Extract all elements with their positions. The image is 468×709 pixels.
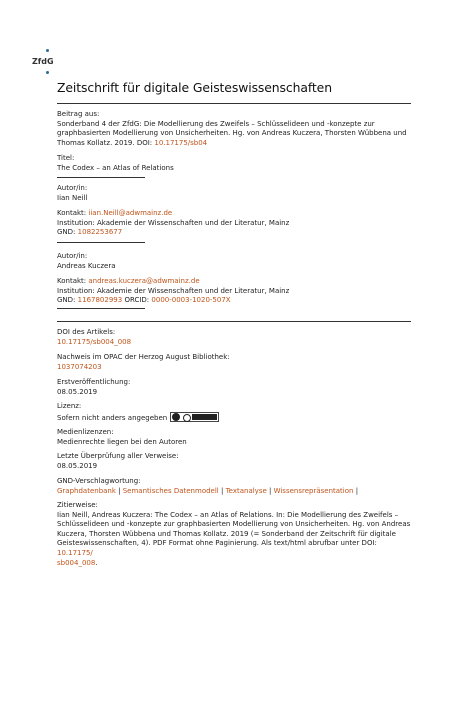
zitier-doi-link[interactable]: sb004_008 <box>57 558 96 567</box>
author-label: Autor/in: <box>57 252 88 260</box>
titel-value: The Codex – an Atlas of Relations <box>57 163 174 172</box>
author-gnd: GND: 1167802993 ORCID: 0000-0003-1020-50… <box>57 296 413 306</box>
gnd-tag-link[interactable]: Textanalyse <box>225 486 267 495</box>
zitier-block: Zitierweise: Iian Neill, Andreas Kuczera… <box>57 501 413 568</box>
author-orcid-link[interactable]: 0000-0003-1020-507X <box>151 296 231 305</box>
zitier-end: . <box>95 558 98 567</box>
divider <box>57 321 411 322</box>
zitier-line: Geisteswissenschaften, 4). PDF Format oh… <box>57 539 413 558</box>
doi-artikel-block: DOI des Artikels: 10.17175/sb004_008 <box>57 328 413 347</box>
cc-license-badge-icon[interactable] <box>170 411 220 422</box>
medien-value: Medienrechte liegen bei den Autoren <box>57 437 187 446</box>
erst-label: Erstveröffentlichung: <box>57 378 131 386</box>
author-kontakt: Kontakt: iian.Neill@adwmainz.de <box>57 209 413 219</box>
author-gnd: GND: 1082253677 <box>57 228 413 238</box>
kontakt-label: Kontakt: <box>57 277 87 286</box>
gnd-tag-link[interactable]: Semantisches Datenmodell <box>122 486 219 495</box>
zitier-line: Kuczera, Thorsten Wübbena und Thomas Kol… <box>57 529 396 538</box>
author1-block: Autor/in: Iian Neill Kontakt: iian.Neill… <box>57 184 413 238</box>
author-gnd-link[interactable]: 1167802993 <box>77 296 123 305</box>
author-institution: Institution: Akademie der Wissenschaften… <box>57 218 290 227</box>
lizenz-value: Sofern nicht anders angegeben <box>57 413 168 422</box>
divider <box>57 242 145 243</box>
divider <box>57 103 411 104</box>
logo-text: ZfdG <box>32 57 54 66</box>
beitrag-block: Beitrag aus: Sonderband 4 der ZfdG: Die … <box>57 110 413 148</box>
zitier-line: Iian Neill, Andreas Kuczera: The Codex –… <box>57 510 399 519</box>
titel-label: Titel: <box>57 154 75 162</box>
author2-block: Autor/in: Andreas Kuczera Kontakt: andre… <box>57 252 413 306</box>
zitier-doi-link[interactable]: 10.17175/ <box>57 548 93 557</box>
author-label: Autor/in: <box>57 184 88 192</box>
erst-block: Erstveröffentlichung: 08.05.2019 <box>57 378 413 397</box>
pruefung-block: Letzte Überprüfung aller Verweise: 08.05… <box>57 452 413 471</box>
lizenz-label: Lizenz: <box>57 402 82 410</box>
journal-title: Zeitschrift für digitale Geisteswissensc… <box>57 80 332 95</box>
author-kontakt: Kontakt: andreas.kuczera@adwmainz.de <box>57 277 413 287</box>
beitrag-label: Beitrag aus: <box>57 110 100 118</box>
zitier-line-text: Geisteswissenschaften, 4). PDF Format oh… <box>57 539 377 548</box>
kontakt-label: Kontakt: <box>57 209 87 218</box>
pruefung-value: 08.05.2019 <box>57 461 98 470</box>
gnd-label: GND: <box>57 228 76 237</box>
divider <box>57 308 145 309</box>
divider <box>57 177 145 178</box>
beitrag-line: Sonderband 4 der ZfdG: Die Modellierung … <box>57 119 375 128</box>
logo-dot <box>46 49 49 52</box>
beitrag-line: Thomas Kollatz. 2019. DOI: 10.17175/sb04 <box>57 139 413 149</box>
gnd-tag-link[interactable]: Wissensrepräsentation <box>273 486 354 495</box>
author-email-link[interactable]: iian.Neill@adwmainz.de <box>88 209 173 218</box>
doi-artikel-link[interactable]: 10.17175/sb004_008 <box>57 337 132 346</box>
gnd-vers-label: GND-Verschlagwortung: <box>57 477 141 485</box>
orcid-label: ORCID: <box>124 296 150 305</box>
medien-label: Medienlizenzen: <box>57 428 114 436</box>
gnd-vers-block: GND-Verschlagwortung: Graphdatenbank | S… <box>57 477 413 496</box>
opac-label: Nachweis im OPAC der Herzog August Bibli… <box>57 353 230 361</box>
erst-value: 08.05.2019 <box>57 387 98 396</box>
zitier-line: sb004_008. <box>57 559 413 569</box>
author-name: Andreas Kuczera <box>57 261 116 270</box>
beitrag-line: graphbasierten Modellierung von Unsicher… <box>57 129 407 138</box>
author-institution: Institution: Akademie der Wissenschaften… <box>57 286 290 295</box>
zitier-line: Schlüsselideen und -konzepte zur graphba… <box>57 520 411 529</box>
gnd-tag-list: Graphdatenbank | Semantisches Datenmodel… <box>57 486 359 495</box>
pruefung-label: Letzte Überprüfung aller Verweise: <box>57 452 179 460</box>
logo-dot <box>46 71 49 74</box>
opac-link[interactable]: 1037074203 <box>57 362 102 371</box>
zfdg-logo: ZfdG <box>30 48 60 82</box>
medien-block: Medienlizenzen: Medienrechte liegen bei … <box>57 428 413 447</box>
doi-artikel-label: DOI des Artikels: <box>57 328 116 336</box>
author-name: Iian Neill <box>57 193 88 202</box>
zitier-label: Zitierweise: <box>57 501 98 509</box>
lizenz-block: Lizenz: Sofern nicht anders angegeben <box>57 402 413 423</box>
author-email-link[interactable]: andreas.kuczera@adwmainz.de <box>88 277 200 286</box>
beitrag-line-text: Thomas Kollatz. 2019. DOI: <box>57 138 153 147</box>
beitrag-doi-link[interactable]: 10.17175/sb04 <box>154 138 208 147</box>
author-gnd-link[interactable]: 1082253677 <box>77 228 123 237</box>
titel-block: Titel: The Codex – an Atlas of Relations <box>57 154 413 173</box>
opac-block: Nachweis im OPAC der Herzog August Bibli… <box>57 353 413 372</box>
gnd-tag-link[interactable]: Graphdatenbank <box>57 486 116 495</box>
gnd-label: GND: <box>57 296 76 305</box>
